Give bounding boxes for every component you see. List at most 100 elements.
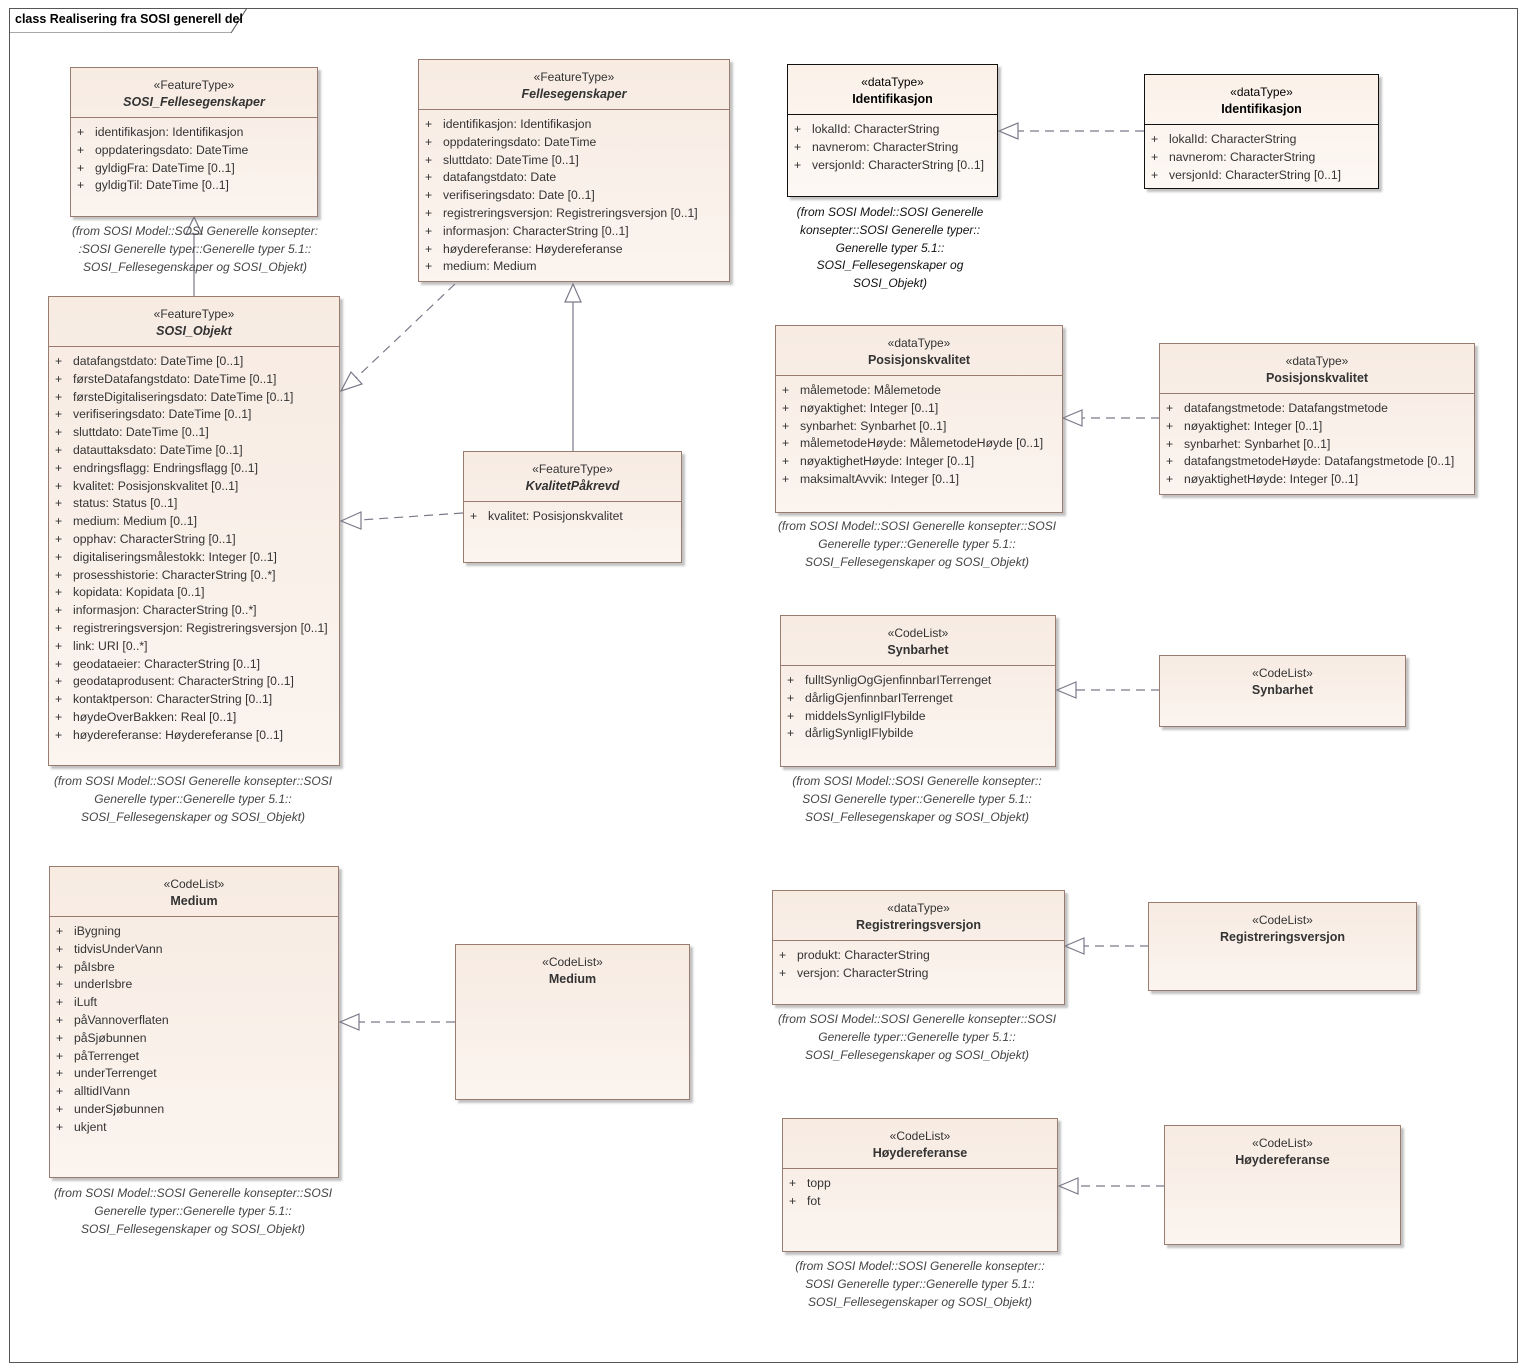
visibility-marker: +	[787, 708, 795, 723]
attribute-row[interactable]: +verifiseringsdato: DateTime [0..1]	[49, 406, 339, 424]
class-name: Synbarhet	[887, 643, 949, 657]
attribute-row[interactable]: +kopidata: Kopidata [0..1]	[49, 584, 339, 602]
class-medium-realization[interactable]: «CodeList» Medium	[455, 944, 690, 1100]
visibility-marker: +	[55, 692, 63, 707]
attribute-row[interactable]: +lokalId: CharacterString	[788, 121, 997, 139]
note-line: SOSI Generelle typer::Generelle typer 5.…	[802, 791, 1032, 806]
attribute-row[interactable]: +geodataprodusent: CharacterString [0..1…	[49, 673, 339, 691]
attribute-row[interactable]: +iLuft	[50, 994, 338, 1012]
class-name: Identifikasjon	[852, 92, 933, 106]
attribute-row[interactable]: +navnerom: CharacterString	[1145, 149, 1378, 167]
attribute-row[interactable]: +nøyaktighet: Integer [0..1]	[1160, 418, 1474, 436]
attribute-row[interactable]: +kvalitet: Posisjonskvalitet	[464, 508, 681, 526]
attribute-row[interactable]: +påVannoverflaten	[50, 1012, 338, 1030]
attribute-row[interactable]: +lokalId: CharacterString	[1145, 131, 1378, 149]
class-sosi-fellesegenskaper[interactable]: «FeatureType» SOSI_Fellesegenskaper +ide…	[70, 67, 318, 217]
attribute-row[interactable]: +oppdateringsdato: DateTime	[419, 134, 729, 152]
attribute-row[interactable]: +høydereferanse: Høydereferanse [0..1]	[49, 727, 339, 745]
attribute-row[interactable]: +førsteDigitaliseringsdato: DateTime [0.…	[49, 389, 339, 407]
attribute-row[interactable]: +endringsflagg: Endringsflagg [0..1]	[49, 460, 339, 478]
attribute-row[interactable]: +medium: Medium [0..1]	[49, 513, 339, 531]
attribute-row[interactable]: +kvalitet: Posisjonskvalitet [0..1]	[49, 478, 339, 496]
attribute-row[interactable]: +synbarhet: Synbarhet [0..1]	[776, 418, 1062, 436]
class-posisjonskvalitet-datatype[interactable]: «dataType» Posisjonskvalitet +målemetode…	[775, 325, 1063, 513]
attribute-row[interactable]: +alltidIVann	[50, 1083, 338, 1101]
attribute-row[interactable]: +datauttaksdato: DateTime [0..1]	[49, 442, 339, 460]
attribute-row[interactable]: +kontaktperson: CharacterString [0..1]	[49, 691, 339, 709]
class-hoydereferanse-codelist[interactable]: «CodeList» Høydereferanse +topp +fot	[782, 1118, 1058, 1252]
attribute-row[interactable]: +fot	[783, 1193, 1057, 1211]
class-posisjonskvalitet-realization[interactable]: «dataType» Posisjonskvalitet +datafangst…	[1159, 343, 1475, 495]
attribute-row[interactable]: +påTerrenget	[50, 1048, 338, 1066]
visibility-marker: +	[55, 549, 63, 564]
attribute-row[interactable]: +navnerom: CharacterString	[788, 139, 997, 157]
attribute-row[interactable]: +versjonId: CharacterString [0..1]	[1145, 167, 1378, 185]
attribute-row[interactable]: +digitaliseringsmålestokk: Integer [0..1…	[49, 549, 339, 567]
class-identifikasjon-realization[interactable]: «dataType» Identifikasjon +lokalId: Char…	[1144, 74, 1379, 189]
attribute-row[interactable]: +iBygning	[50, 923, 338, 941]
attribute-row[interactable]: +identifikasjon: Identifikasjon	[419, 116, 729, 134]
attribute-row[interactable]: +nøyaktighetHøyde: Integer [0..1]	[776, 453, 1062, 471]
class-identifikasjon-datatype[interactable]: «dataType» Identifikasjon +lokalId: Char…	[787, 64, 998, 197]
attribute-row[interactable]: +underIsbre	[50, 976, 338, 994]
attribute-row[interactable]: +tidvisUnderVann	[50, 941, 338, 959]
attribute-row[interactable]: +opphav: CharacterString [0..1]	[49, 531, 339, 549]
class-registreringsversjon-realization[interactable]: «CodeList» Registreringsversjon	[1148, 902, 1417, 991]
attribute-row[interactable]: +oppdateringsdato: DateTime	[71, 142, 317, 160]
attribute-row[interactable]: +informasjon: CharacterString [0..1]	[419, 223, 729, 241]
stereotype-label: «dataType»	[887, 336, 951, 350]
package-note: (from SOSI Model::SOSI Generelle konsept…	[752, 518, 1082, 571]
attribute-row[interactable]: +datafangstdato: DateTime [0..1]	[49, 353, 339, 371]
attribute-row[interactable]: +gyldigFra: DateTime [0..1]	[71, 160, 317, 178]
attribute-row[interactable]: +sluttdato: DateTime [0..1]	[419, 152, 729, 170]
attribute-row[interactable]: +gyldigTil: DateTime [0..1]	[71, 177, 317, 195]
visibility-marker: +	[77, 178, 85, 193]
attribute-row[interactable]: +dårligSynligIFlybilde	[781, 725, 1055, 743]
attribute-row[interactable]: +link: URI [0..*]	[49, 638, 339, 656]
attribute-row[interactable]: +nøyaktighetHøyde: Integer [0..1]	[1160, 471, 1474, 489]
attribute-row[interactable]: +prosesshistorie: CharacterString [0..*]	[49, 567, 339, 585]
attribute-row[interactable]: +målemetode: Målemetode	[776, 382, 1062, 400]
attribute-row[interactable]: +maksimaltAvvik: Integer [0..1]	[776, 471, 1062, 489]
attribute-row[interactable]: +geodataeier: CharacterString [0..1]	[49, 656, 339, 674]
class-sosi-objekt[interactable]: «FeatureType» SOSI_Objekt +datafangstdat…	[48, 296, 340, 766]
attribute-row[interactable]: +verifiseringsdato: Date [0..1]	[419, 187, 729, 205]
class-medium-codelist[interactable]: «CodeList» Medium +iBygning +tidvisUnder…	[49, 866, 339, 1178]
attribute-row[interactable]: +registreringsversjon: Registreringsvers…	[419, 205, 729, 223]
attribute-row[interactable]: +nøyaktighet: Integer [0..1]	[776, 400, 1062, 418]
attribute-row[interactable]: +datafangstdato: Date	[419, 169, 729, 187]
attribute-row[interactable]: +høydeOverBakken: Real [0..1]	[49, 709, 339, 727]
class-registreringsversjon-datatype[interactable]: «dataType» Registreringsversjon +produkt…	[772, 890, 1065, 1005]
attribute-row[interactable]: +sluttdato: DateTime [0..1]	[49, 424, 339, 442]
attribute-row[interactable]: +identifikasjon: Identifikasjon	[71, 124, 317, 142]
attribute-row[interactable]: +versjonId: CharacterString [0..1]	[788, 157, 997, 175]
class-synbarhet-codelist[interactable]: «CodeList» Synbarhet +fulltSynligOgGjenf…	[780, 615, 1056, 767]
attribute-row[interactable]: +målemetodeHøyde: MålemetodeHøyde [0..1]	[776, 435, 1062, 453]
attribute-row[interactable]: +høydereferanse: Høydereferanse	[419, 241, 729, 259]
attribute-row[interactable]: +registreringsversjon: Registreringsvers…	[49, 620, 339, 638]
attribute-row[interactable]: +informasjon: CharacterString [0..*]	[49, 602, 339, 620]
attribute-row[interactable]: +underTerrenget	[50, 1065, 338, 1083]
attribute-row[interactable]: +medium: Medium	[419, 258, 729, 276]
attribute-row[interactable]: +dårligGjenfinnbarITerrenget	[781, 690, 1055, 708]
attribute-row[interactable]: +fulltSynligOgGjenfinnbarITerrenget	[781, 672, 1055, 690]
attribute-row[interactable]: +datafangstmetodeHøyde: Datafangstmetode…	[1160, 453, 1474, 471]
class-hoydereferanse-realization[interactable]: «CodeList» Høydereferanse	[1164, 1125, 1401, 1245]
note-line: SOSI_Fellesegenskaper og SOSI_Objekt)	[804, 554, 1030, 569]
attribute-row[interactable]: +topp	[783, 1175, 1057, 1193]
attribute-row[interactable]: +påSjøbunnen	[50, 1030, 338, 1048]
attribute-row[interactable]: +produkt: CharacterString	[773, 947, 1064, 965]
class-kvalitetpakrevd[interactable]: «FeatureType» KvalitetPåkrevd +kvalitet:…	[463, 451, 682, 563]
attribute-row[interactable]: +datafangstmetode: Datafangstmetode	[1160, 400, 1474, 418]
class-synbarhet-realization[interactable]: «CodeList» Synbarhet	[1159, 655, 1406, 727]
class-fellesegenskaper[interactable]: «FeatureType» Fellesegenskaper +identifi…	[418, 59, 730, 282]
attribute-text: høydeOverBakken: Real [0..1]	[73, 709, 237, 724]
attribute-row[interactable]: +synbarhet: Synbarhet [0..1]	[1160, 436, 1474, 454]
attribute-row[interactable]: +status: Status [0..1]	[49, 495, 339, 513]
attribute-row[interactable]: +underSjøbunnen	[50, 1101, 338, 1119]
attribute-row[interactable]: +middelsSynligIFlybilde	[781, 708, 1055, 726]
attribute-row[interactable]: +versjon: CharacterString	[773, 965, 1064, 983]
attribute-row[interactable]: +påIsbre	[50, 959, 338, 977]
attribute-row[interactable]: +førsteDatafangstdato: DateTime [0..1]	[49, 371, 339, 389]
attribute-row[interactable]: +ukjent	[50, 1119, 338, 1137]
